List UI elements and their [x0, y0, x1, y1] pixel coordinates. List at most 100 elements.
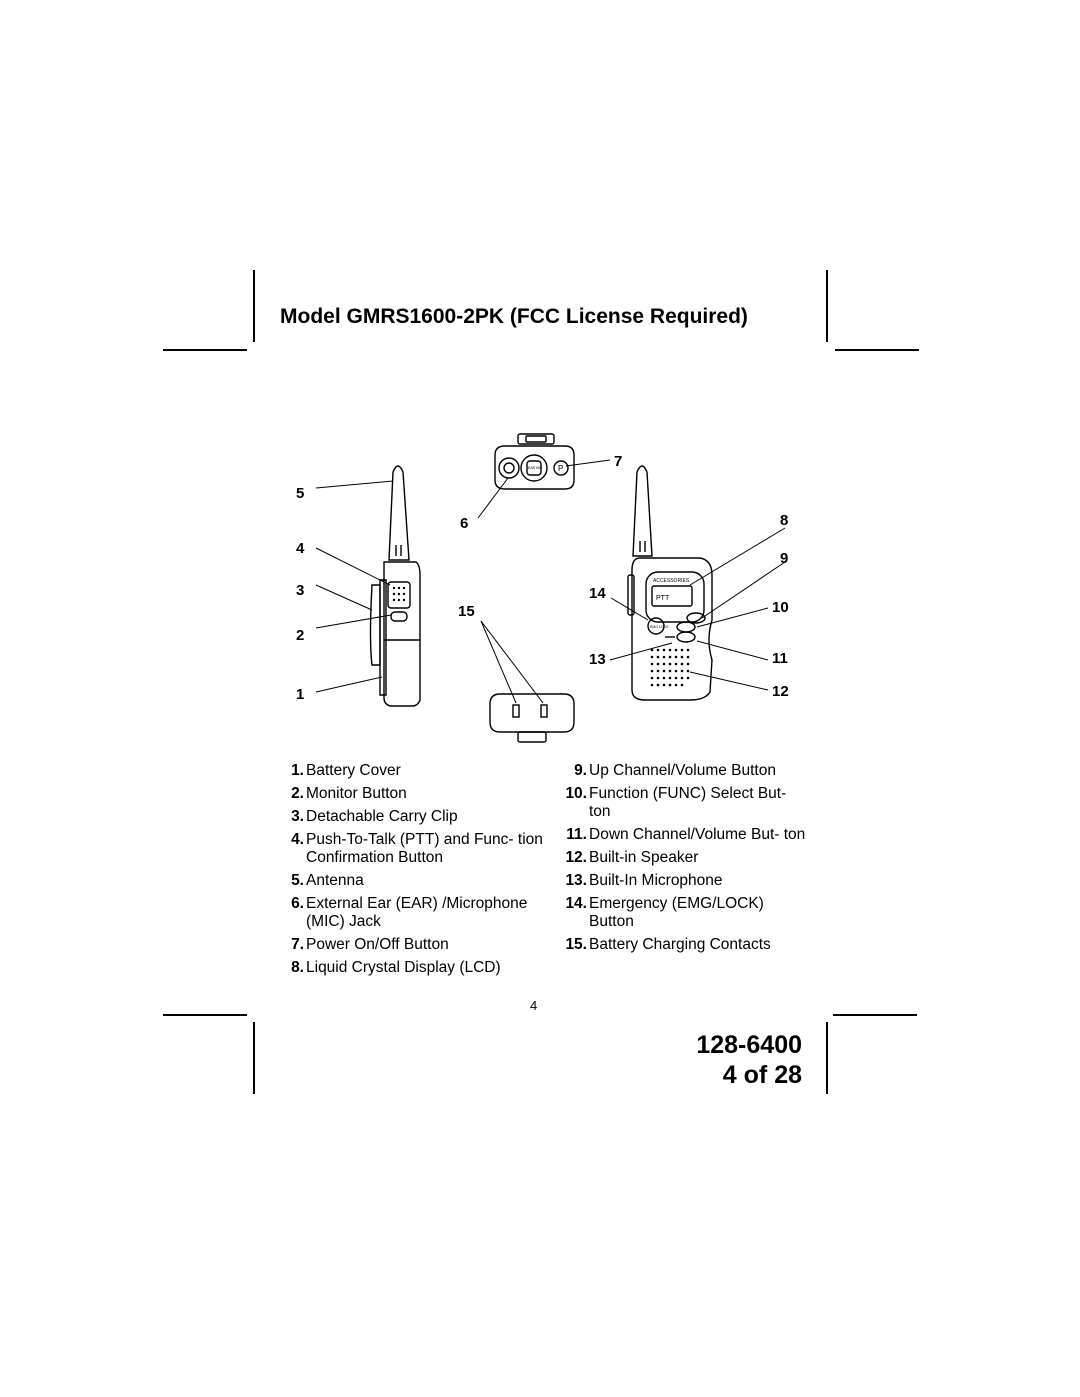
part-item-10: 10.Function (FUNC) Select But- ton	[558, 785, 808, 821]
page-number: 4	[530, 998, 538, 1013]
part-label: Built-In Microphone	[589, 872, 723, 889]
part-item-7: 7.Power On/Off Button	[278, 936, 548, 954]
ear-mic-jack	[498, 457, 520, 479]
side-view-radio	[369, 465, 421, 707]
part-label: Up Channel/Volume Button	[589, 762, 776, 779]
part-item-1: 1.Battery Cover	[278, 762, 548, 780]
part-number: 1.	[291, 762, 304, 779]
down-button	[676, 631, 696, 643]
part-label: Function (FUNC) Select But- ton	[589, 785, 787, 820]
part-number: 15.	[565, 936, 587, 953]
part-number: 7.	[291, 936, 304, 953]
ptt-label: PTT	[656, 595, 670, 602]
emg-label: EMG LOCK	[650, 625, 669, 629]
part-number: 8.	[291, 959, 304, 976]
carry-clip	[369, 584, 381, 666]
part-label: Liquid Crystal Display (LCD)	[306, 959, 501, 976]
callout-4: 4	[296, 540, 305, 557]
lcd-screen	[645, 571, 705, 623]
callout-11: 11	[772, 650, 788, 667]
ear-label: EAR MIC	[528, 466, 543, 470]
part-number: 5.	[291, 872, 304, 889]
part-label: Monitor Button	[306, 785, 407, 802]
parts-list-right: 9.Up Channel/Volume Button 10.Function (…	[558, 762, 808, 959]
part-label: Battery Charging Contacts	[589, 936, 771, 953]
part-item-9: 9.Up Channel/Volume Button	[558, 762, 808, 780]
part-label: Power On/Off Button	[306, 936, 449, 953]
crop-mark-bottom-right-vertical	[826, 1022, 828, 1094]
part-item-5: 5.Antenna	[278, 872, 548, 890]
part-item-4: 4.Push-To-Talk (PTT) and Func- tion Conf…	[278, 831, 548, 867]
document-id: 128-6400 4 of 28	[696, 1030, 802, 1090]
callout-15: 15	[458, 603, 475, 620]
part-number: 6.	[291, 895, 304, 912]
callout-3: 3	[296, 582, 304, 599]
power-label: P	[558, 464, 563, 473]
part-label: Built-in Speaker	[589, 849, 699, 866]
part-item-8: 8.Liquid Crystal Display (LCD)	[278, 959, 548, 977]
part-number: 13.	[565, 872, 587, 889]
page-of: 4 of 28	[722, 1061, 802, 1089]
top-view-radio	[494, 433, 575, 490]
charging-contact-2	[540, 704, 548, 718]
callout-6: 6	[460, 515, 468, 532]
crop-mark-top-right-vertical	[826, 270, 828, 342]
ptt-button-side	[387, 581, 411, 609]
brand-label: ACCESSORIES	[653, 578, 690, 584]
doc-number: 128-6400	[696, 1031, 802, 1059]
crop-mark-bottom-left-vertical	[253, 1022, 255, 1094]
part-number: 10.	[565, 785, 587, 802]
callout-2: 2	[296, 627, 304, 644]
crop-mark-bottom-right-horizontal	[833, 1014, 917, 1016]
antenna-side	[388, 465, 410, 561]
part-label: Push-To-Talk (PTT) and Func- tion Confir…	[306, 831, 543, 866]
callout-12: 12	[772, 683, 789, 700]
part-number: 9.	[574, 762, 587, 779]
part-number: 11.	[566, 826, 587, 843]
part-number: 14.	[565, 895, 587, 912]
parts-list-left: 1.Battery Cover 2.Monitor Button 3.Detac…	[278, 762, 548, 982]
up-button	[686, 612, 706, 624]
part-item-6: 6.External Ear (EAR) /Microphone (MIC) J…	[278, 895, 548, 931]
part-item-12: 12.Built-in Speaker	[558, 849, 808, 867]
part-item-15: 15.Battery Charging Contacts	[558, 936, 808, 954]
speaker-grille	[650, 648, 690, 687]
crop-mark-bottom-left-horizontal	[163, 1014, 247, 1016]
callout-14: 14	[589, 585, 606, 602]
part-number: 3.	[291, 808, 304, 825]
part-number: 12.	[565, 849, 587, 866]
callout-5: 5	[296, 485, 304, 502]
callout-9: 9	[780, 550, 788, 567]
callout-10: 10	[772, 599, 789, 616]
part-item-14: 14.Emergency (EMG/LOCK) Button	[558, 895, 808, 931]
crop-mark-top-left-horizontal	[163, 349, 247, 351]
callout-8: 8	[780, 512, 788, 529]
part-item-11: 11.Down Channel/Volume But- ton	[558, 826, 808, 844]
part-label: Detachable Carry Clip	[306, 808, 458, 825]
part-number: 2.	[291, 785, 304, 802]
part-item-3: 3.Detachable Carry Clip	[278, 808, 548, 826]
part-item-13: 13.Built-In Microphone	[558, 872, 808, 890]
monitor-button-side	[390, 611, 408, 622]
charging-contact-1	[512, 704, 520, 718]
side-body	[383, 561, 421, 707]
part-label: Emergency (EMG/LOCK) Button	[589, 895, 764, 930]
part-label: Antenna	[306, 872, 364, 889]
part-label: External Ear (EAR) /Microphone (MIC) Jac…	[306, 895, 528, 930]
crop-mark-top-right-horizontal	[835, 349, 919, 351]
radio-diagram: ACCESSORIES PTT EMG LOCK P EAR MIC 5 4 3…	[296, 433, 789, 743]
callout-13: 13	[589, 651, 606, 668]
antenna-front	[632, 465, 653, 557]
emg-button	[647, 617, 665, 635]
bottom-view-radio	[489, 693, 575, 743]
crop-mark-top-left-vertical	[253, 270, 255, 342]
callout-1: 1	[296, 686, 304, 703]
part-item-2: 2.Monitor Button	[278, 785, 548, 803]
callout-7: 7	[614, 453, 622, 470]
part-number: 4.	[291, 831, 304, 848]
power-button-top	[553, 460, 569, 476]
part-label: Battery Cover	[306, 762, 401, 779]
part-label: Down Channel/Volume But- ton	[589, 826, 806, 843]
page-title: Model GMRS1600-2PK (FCC License Required…	[280, 305, 748, 328]
front-view-radio	[627, 465, 713, 701]
